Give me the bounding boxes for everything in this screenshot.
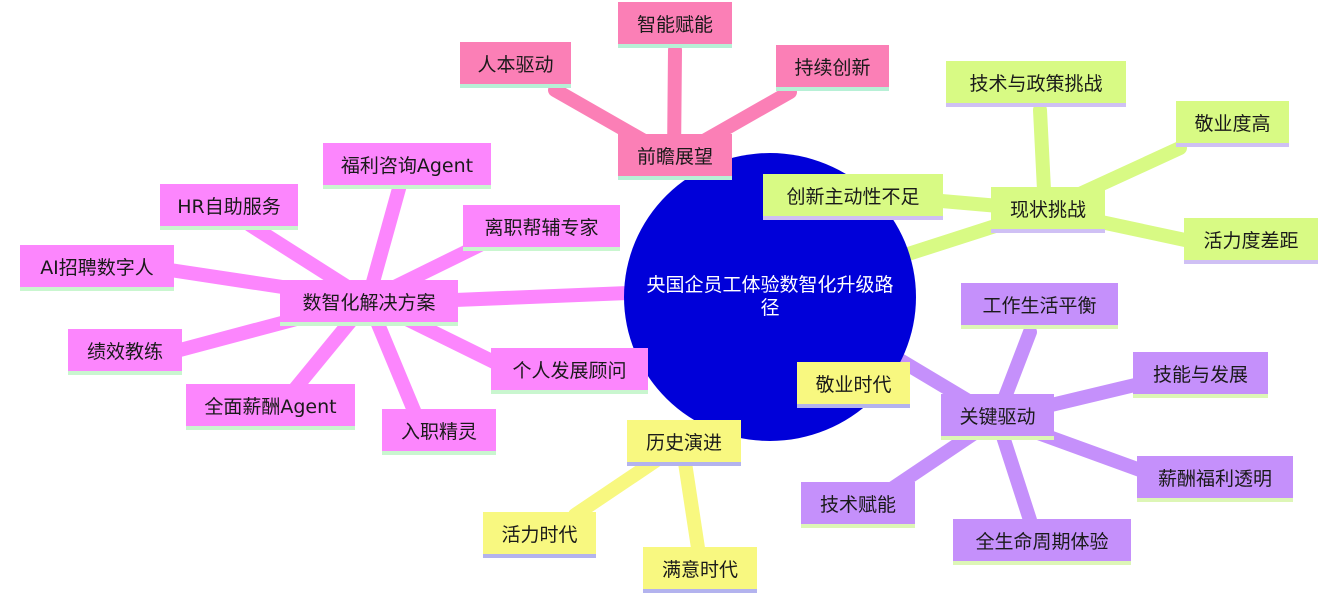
link-solutions-center (448, 286, 635, 307)
node-hr-zizhu[interactable]: HR自助服务 (160, 184, 298, 230)
node-jishu-zhengce[interactable]: 技术与政策挑战 (946, 61, 1126, 107)
node-jishu-funeng[interactable]: 技术赋能 (801, 482, 915, 528)
node-jingye-shidai[interactable]: 敬业时代 (797, 362, 910, 408)
node-chuangxin-buzu[interactable]: 创新主动性不足 (763, 174, 943, 220)
node-lizhi-bangfu[interactable]: 离职帮辅专家 (463, 205, 620, 251)
node-gongzuo-shenghuo[interactable]: 工作生活平衡 (961, 283, 1118, 329)
node-zhineng[interactable]: 智能赋能 (618, 2, 732, 48)
node-quanmian-xinchou[interactable]: 全面薪酬Agent (186, 384, 355, 430)
node-xinchou-touming[interactable]: 薪酬福利透明 (1137, 456, 1293, 502)
branch-solutions[interactable]: 数智化解决方案 (280, 280, 458, 326)
node-ai-zhaopin[interactable]: AI招聘数字人 (20, 245, 174, 291)
branch-status[interactable]: 现状挑战 (991, 187, 1105, 233)
node-huoli-shidai[interactable]: 活力时代 (483, 512, 596, 558)
node-jingye-gao[interactable]: 敬业度高 (1176, 101, 1289, 147)
node-manyi-shidai[interactable]: 满意时代 (643, 547, 757, 593)
branch-future[interactable]: 前瞻展望 (618, 134, 732, 180)
node-jineng-fazhan[interactable]: 技能与发展 (1133, 352, 1268, 398)
branch-history[interactable]: 历史演进 (627, 420, 741, 466)
node-huoli-chaju[interactable]: 活力度差距 (1184, 218, 1318, 264)
node-quan-shengming[interactable]: 全生命周期体验 (953, 519, 1131, 565)
node-geren-fazhan[interactable]: 个人发展顾问 (491, 348, 648, 394)
node-fuli-agent[interactable]: 福利咨询Agent (323, 143, 491, 189)
node-jixiao[interactable]: 绩效教练 (68, 329, 182, 375)
node-renben[interactable]: 人本驱动 (460, 42, 571, 88)
branch-drivers[interactable]: 关键驱动 (941, 394, 1054, 440)
node-chixu[interactable]: 持续创新 (776, 45, 889, 91)
node-ruzhi[interactable]: 入职精灵 (382, 409, 496, 455)
